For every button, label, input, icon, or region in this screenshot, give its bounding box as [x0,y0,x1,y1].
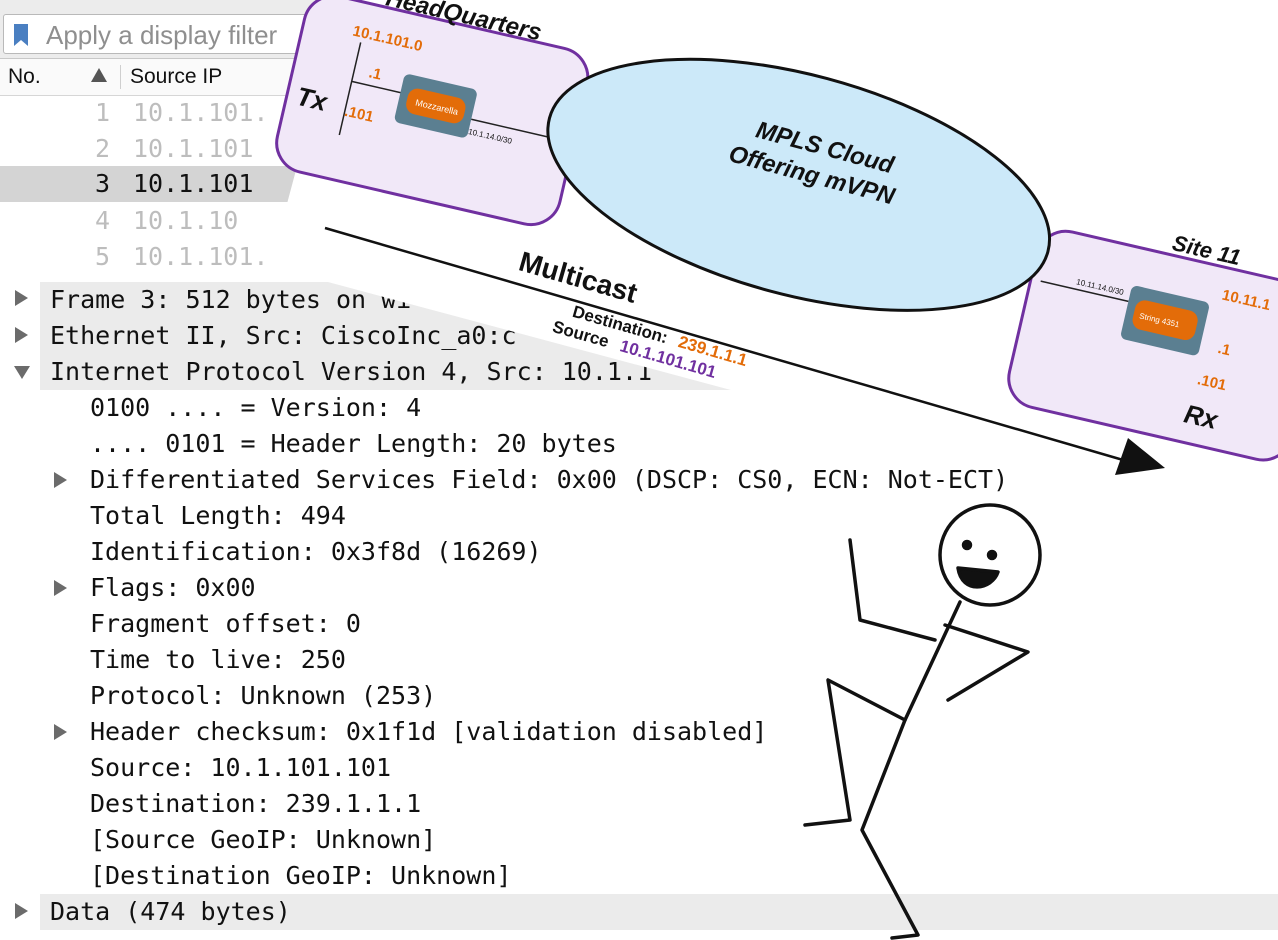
tree-frame[interactable]: Frame 3: 512 bytes on wi [40,282,1278,318]
tree-data-label: Data (474 bytes) [50,897,291,926]
tree-frame-label: Frame 3: 512 bytes on wi [50,285,412,314]
expand-arrow-icon[interactable] [54,580,67,596]
expand-arrow-icon[interactable] [15,290,28,306]
display-filter-input[interactable]: Apply a display filter [3,14,1273,54]
field-text: Identification: 0x3f8d (16269) [90,537,542,566]
ip-field-source-geoip[interactable]: [Source GeoIP: Unknown] [0,822,1278,858]
expand-arrow-icon[interactable] [15,327,28,343]
bookmark-icon[interactable] [12,23,30,47]
field-text: .... 0101 = Header Length: 20 bytes [90,429,617,458]
packet-row[interactable]: 2 10.1.101 [0,131,1278,167]
packet-source: 10.1.101. [133,98,269,127]
column-source-ip[interactable]: Source IP [130,65,223,88]
packet-row[interactable]: 4 10.1.10 [0,203,1278,239]
tree-ethernet-label: Ethernet II, Src: CiscoInc_a0:c [50,321,517,350]
ip-field-source[interactable]: Source: 10.1.101.101 [0,750,1278,786]
column-no[interactable]: No. [8,65,41,88]
ip-field-destination[interactable]: Destination: 239.1.1.1 [0,786,1278,822]
packet-row-selected[interactable]: 3 10.1.101 [0,166,1278,202]
field-text: Source: 10.1.101.101 [90,753,392,782]
ip-field-dsfield[interactable]: Differentiated Services Field: 0x00 (DSC… [0,462,1278,498]
expand-arrow-icon[interactable] [15,903,28,919]
ip-field-flags[interactable]: Flags: 0x00 [0,570,1278,606]
packet-source: 10.1.101 [133,134,254,163]
ip-field-identification[interactable]: Identification: 0x3f8d (16269) [0,534,1278,570]
expand-arrow-icon[interactable] [54,724,67,740]
ip-field-header-length[interactable]: .... 0101 = Header Length: 20 bytes [0,426,1278,462]
tree-data[interactable]: Data (474 bytes) [40,894,1278,930]
filter-placeholder: Apply a display filter [46,20,278,50]
field-text: Flags: 0x00 [90,573,256,602]
packet-source: 10.1.10 [133,206,239,235]
field-text: Differentiated Services Field: 0x00 (DSC… [90,465,1009,494]
ip-field-protocol[interactable]: Protocol: Unknown (253) [0,678,1278,714]
packet-info: n (253) [880,98,986,127]
packet-no: 2 [95,134,111,163]
field-text: Protocol: Unknown (253) [90,681,437,710]
field-text: [Source GeoIP: Unknown] [90,825,437,854]
field-text: Time to live: 250 [90,645,346,674]
ip-field-fragment-offset[interactable]: Fragment offset: 0 [0,606,1278,642]
ip-field-ttl[interactable]: Time to live: 250 [0,642,1278,678]
packet-source: 10.1.101. [133,242,269,271]
packet-row[interactable]: 5 10.1.101. [0,239,1278,275]
filter-toolbar: Apply a display filter [0,0,1278,59]
packet-no: 5 [95,242,111,271]
column-information[interactable]: Information [832,65,938,88]
field-text: Fragment offset: 0 [90,609,361,638]
sort-ascending-icon[interactable] [90,67,108,83]
packet-no: 4 [95,206,111,235]
field-text: 0100 .... = Version: 4 [90,393,422,422]
expand-arrow-icon[interactable] [54,472,67,488]
ip-field-checksum[interactable]: Header checksum: 0x1f1d [validation disa… [0,714,1278,750]
packet-no: 3 [95,169,111,198]
packet-list-header: No. Source IP Information [0,59,1278,96]
tree-ipv4[interactable]: Internet Protocol Version 4, Src: 10.1.1 [40,354,1278,390]
packet-row[interactable]: 1 10.1.101. n (253) [0,95,1278,131]
field-text: Header checksum: 0x1f1d [validation disa… [90,717,768,746]
field-text: [Destination GeoIP: Unknown] [90,861,512,890]
tree-ipv4-label: Internet Protocol Version 4, Src: 10.1.1 [50,357,653,386]
packet-no: 1 [95,98,111,127]
ip-field-total-length[interactable]: Total Length: 494 [0,498,1278,534]
tree-ethernet[interactable]: Ethernet II, Src: CiscoInc_a0:c [40,318,1278,354]
field-text: Destination: 239.1.1.1 [90,789,422,818]
ip-field-destination-geoip[interactable]: [Destination GeoIP: Unknown] [0,858,1278,894]
field-text: Total Length: 494 [90,501,346,530]
ip-field-version[interactable]: 0100 .... = Version: 4 [0,390,1278,426]
collapse-arrow-icon[interactable] [14,366,30,379]
packet-source: 10.1.101 [133,169,254,198]
